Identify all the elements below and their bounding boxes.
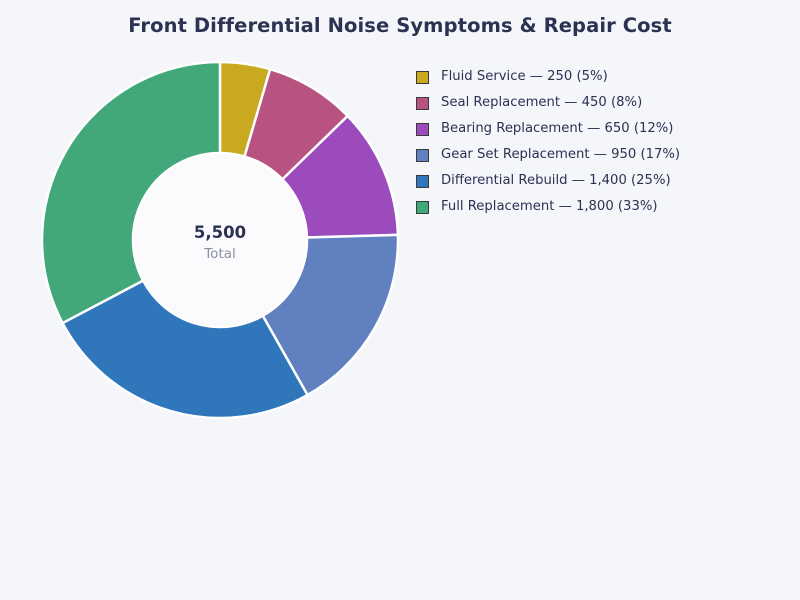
legend-item-label: Gear Set Replacement — 950 (17%) xyxy=(441,147,681,163)
donut-slice[interactable] xyxy=(40,60,222,325)
legend-color-swatch xyxy=(416,148,429,162)
legend-item[interactable]: Bearing Replacement — 650 (12%) xyxy=(416,116,746,142)
legend-item[interactable]: Full Replacement — 1,800 (33%) xyxy=(416,194,746,220)
legend-color-swatch xyxy=(416,174,429,188)
legend-item-label: Differential Rebuild — 1,400 (25%) xyxy=(441,173,671,189)
legend-item-label: Bearing Replacement — 650 (12%) xyxy=(441,121,674,137)
legend-item[interactable]: Seal Replacement — 450 (8%) xyxy=(416,90,746,116)
legend-item-label: Seal Replacement — 450 (8%) xyxy=(441,95,643,111)
center-total-value: 5,500 xyxy=(194,223,246,242)
legend-item-label: Full Replacement — 1,800 (33%) xyxy=(441,199,658,215)
center-total-label: Total xyxy=(203,246,236,262)
legend-color-swatch xyxy=(416,96,429,110)
legend-color-swatch xyxy=(416,122,429,136)
donut-svg: 5,500 Total xyxy=(40,60,400,420)
legend-color-swatch xyxy=(416,200,429,214)
legend-item[interactable]: Fluid Service — 250 (5%) xyxy=(416,64,746,90)
chart-legend: Fluid Service — 250 (5%) Seal Replacement… xyxy=(416,64,746,220)
donut-plot-area: 5,500 Total xyxy=(0,40,410,460)
page-title: Front Differential Noise Symptoms & Repa… xyxy=(128,14,672,37)
legend-item-label: Fluid Service — 250 (5%) xyxy=(441,69,608,85)
donut-slice[interactable] xyxy=(61,279,309,420)
donut-center-hole xyxy=(134,154,306,326)
legend-item[interactable]: Gear Set Replacement — 950 (17%) xyxy=(416,142,746,168)
legend-item[interactable]: Differential Rebuild — 1,400 (25%) xyxy=(416,168,746,194)
donut-slices-group xyxy=(40,60,400,420)
donut-slice[interactable] xyxy=(261,233,400,397)
legend-color-swatch xyxy=(416,70,429,84)
